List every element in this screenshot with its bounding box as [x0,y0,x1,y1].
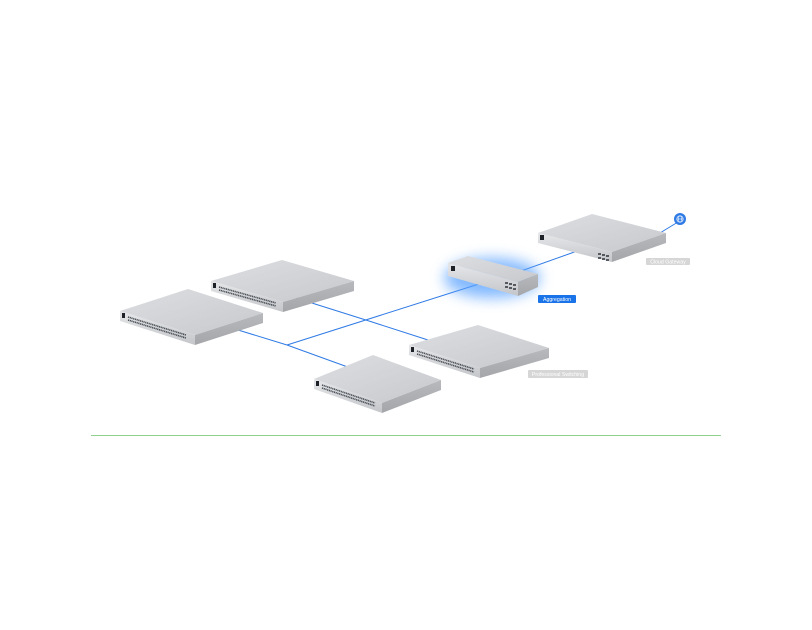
port-group [505,282,516,290]
device-side-panel [480,348,549,378]
link-aggregation-trunk [286,282,483,346]
professional-switch-a-device[interactable] [120,289,263,345]
device-side-panel [518,274,538,296]
device-top-surface [314,355,441,403]
professional-switch-b-device[interactable] [211,260,354,312]
cloud-gateway-label-badge: Cloud Gateway [646,258,690,265]
port-row-top [321,384,376,404]
port-group [598,253,609,261]
link-switch-c [368,320,429,341]
device-front-panel [538,233,612,262]
device-top-surface [120,289,263,335]
device-top-surface [448,256,538,282]
display-screen [451,266,455,271]
device-top-surface [211,260,354,302]
device-side-panel [612,233,666,262]
port-row-top [416,350,475,370]
device-top-surface [538,214,666,252]
display-screen [411,347,414,352]
device-front-panel [448,263,518,296]
display-screen [316,381,319,386]
cloud-gateway-label: Cloud Gateway [650,259,686,265]
display-screen [213,283,216,288]
professional-switching-label: Professional Switching [532,372,584,378]
port-row-bottom [321,387,376,407]
port-row-bottom [127,319,187,339]
aggregation-label: Aggregation [543,297,571,303]
device-side-panel [283,281,354,312]
aggregation-label-badge: Aggregation [538,295,576,303]
device-side-panel [195,313,263,345]
professional-switching-label-badge: Professional Switching [528,370,588,378]
display-screen [122,313,125,318]
aggregation-switch-device[interactable] [444,256,540,298]
port-row-bottom [416,353,475,373]
device-side-panel [382,380,441,413]
port-row-top [218,286,277,304]
cloud-gateway-device[interactable] [538,214,666,262]
globe-icon[interactable] [674,213,686,225]
link-switch-d [286,344,357,371]
device-front-panel [211,281,283,312]
port-row-top [127,316,187,336]
professional-switch-c-device[interactable] [409,325,549,378]
professional-switch-d-device[interactable] [314,355,441,413]
device-top-surface [409,325,549,368]
display-screen [540,235,544,240]
port-row-bottom [218,289,277,307]
